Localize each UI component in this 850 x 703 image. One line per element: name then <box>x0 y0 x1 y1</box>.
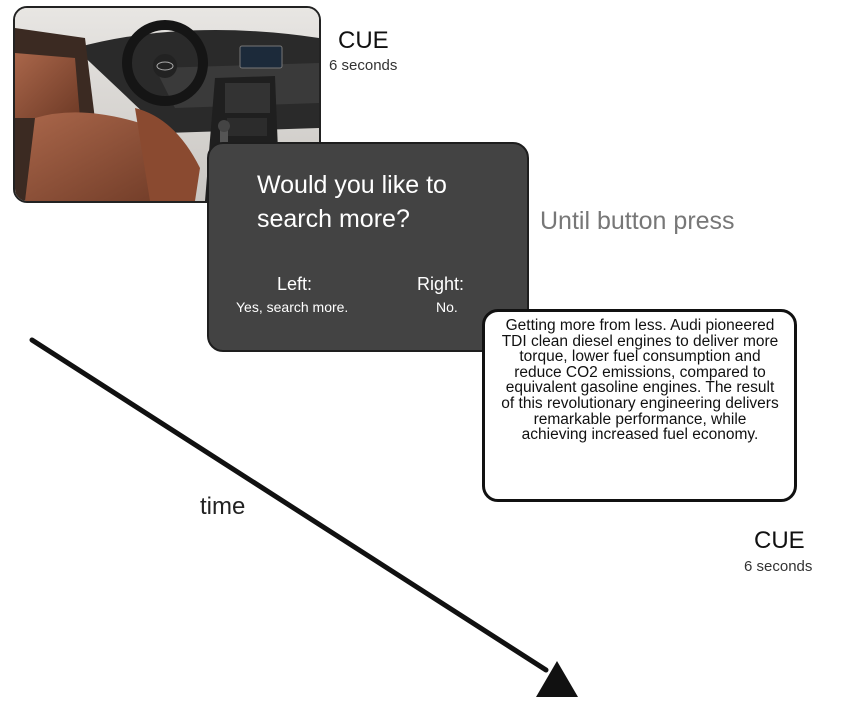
cue-bottom-duration: 6 seconds <box>744 558 813 575</box>
cue-bottom-title: CUE <box>754 527 805 554</box>
time-label: time <box>200 493 246 520</box>
arrow-head <box>536 661 578 697</box>
right-option-text: No. <box>436 299 458 315</box>
cue-top-duration: 6 seconds <box>329 57 398 74</box>
decision-question: Would you like to search more? <box>257 171 447 233</box>
right-option-title: Right: <box>417 274 465 294</box>
cue-top-title: CUE <box>338 27 389 54</box>
ad-text-card: Getting more from less. Audi pioneered T… <box>482 309 797 502</box>
left-option-title: Left: <box>277 274 313 294</box>
decision-screen: Would you like to search more? Left: Yes… <box>207 142 529 352</box>
until-button-press-label: Until button press <box>540 207 735 235</box>
left-option-text: Yes, search more. <box>236 299 349 315</box>
ad-text: Getting more from less. Audi pioneered T… <box>501 317 779 444</box>
